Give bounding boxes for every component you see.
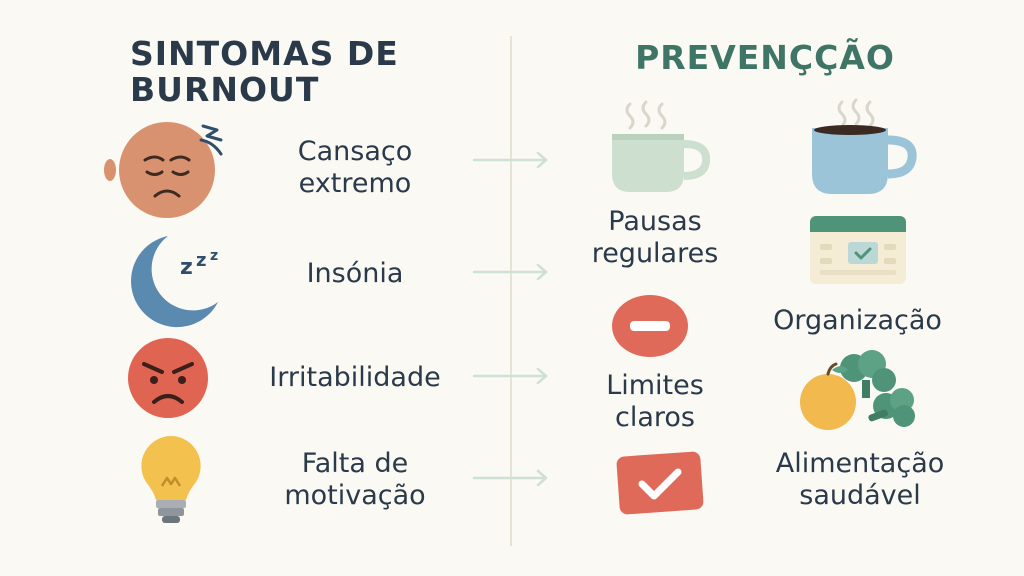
checkmark-icon — [616, 451, 704, 515]
svg-text:z: z — [180, 255, 193, 280]
symptom-label-insonia: Insónia — [306, 258, 404, 289]
angry-face-icon — [128, 338, 208, 418]
arrow-icon — [472, 151, 548, 169]
prevention-label-alimentacao: Alimentação saudável — [775, 448, 945, 511]
symptoms-heading-line2: BURNOUT — [130, 70, 320, 109]
symptoms-heading-line1: SINTOMAS DE — [130, 34, 399, 73]
arrow-icon — [472, 367, 548, 385]
prevention-label-pausas: Pausas regulares — [591, 206, 719, 269]
moon-zzz-icon: z z z — [131, 236, 218, 328]
svg-text:z: z — [210, 248, 218, 264]
lightbulb-icon — [141, 436, 201, 523]
symptom-label-irritabilidade: Irritabilidade — [269, 362, 441, 393]
prevention-label-limites: Limites claros — [606, 370, 704, 433]
svg-text:z: z — [196, 250, 206, 271]
prevention-label-organizacao: Organização — [773, 305, 942, 336]
calendar-icon — [810, 216, 906, 284]
green-cup-icon — [612, 100, 711, 192]
arrow-icon — [472, 469, 548, 487]
symptom-label-cansaco: Cansaço extremo — [297, 136, 413, 199]
coffee-cup-icon — [812, 98, 917, 194]
prevention-heading: PREVENÇÇÃO — [635, 38, 895, 77]
tired-face-icon — [104, 122, 223, 218]
column-divider — [510, 36, 512, 546]
stop-sign-icon — [612, 295, 688, 357]
arrow-icon — [472, 263, 548, 281]
symptom-label-falta-motivacao: Falta de motivação — [284, 448, 426, 511]
fruit-vegetable-icon — [800, 350, 915, 430]
symptoms-heading: SINTOMAS DE BURNOUT — [130, 36, 430, 108]
